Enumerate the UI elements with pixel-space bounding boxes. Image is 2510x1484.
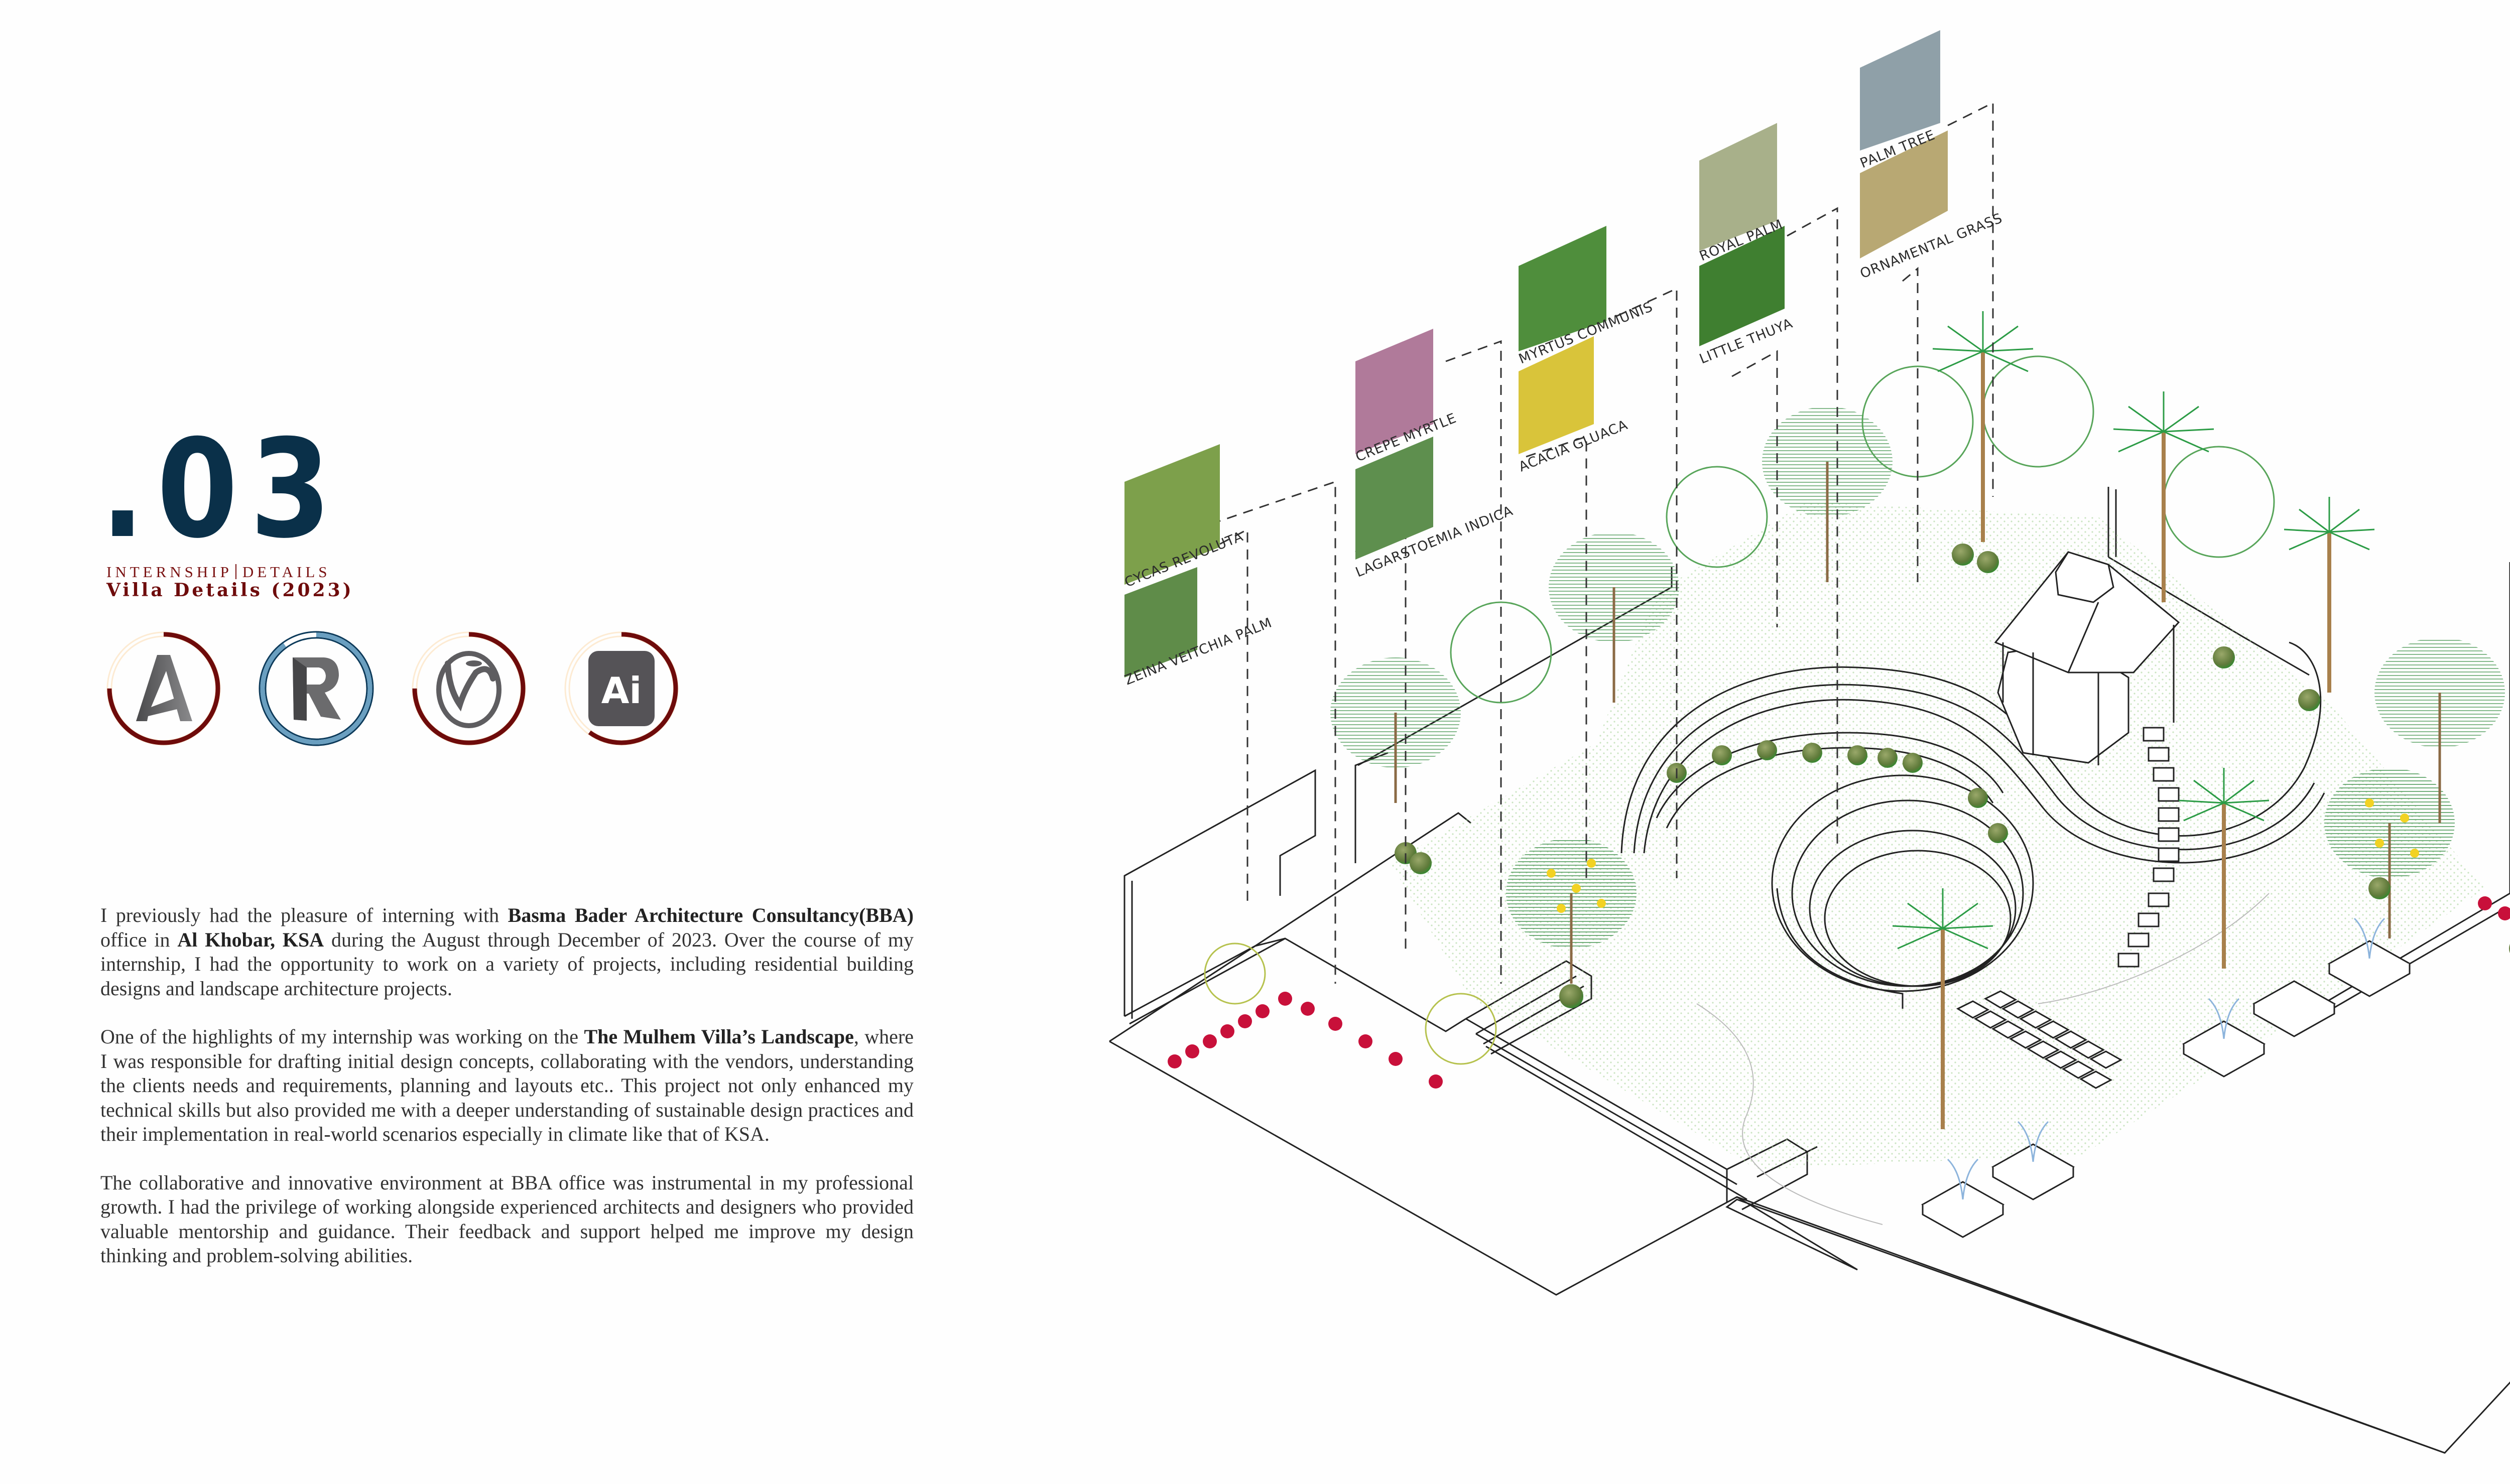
curved-seating-walls [1620,641,2325,1225]
illustrator-icon: Ai [562,629,681,748]
eyebrow-divider [235,564,236,579]
svg-text:Ai: Ai [601,669,642,712]
fountain-jets [1947,917,2386,1200]
skill-revit [257,629,375,748]
palms [1892,311,2510,1129]
paragraph-1: I previously had the pleasure of interni… [100,904,914,1000]
section-number: .03 [100,410,343,568]
lagarstoemia-indica-photo [1355,437,1433,560]
gazebo [1994,551,2180,765]
internship-description: I previously had the pleasure of interni… [100,903,914,1292]
skill-vray [410,629,528,748]
software-skills: Ai [104,629,681,748]
paragraph-2: One of the highlights of my internship w… [100,1025,914,1145]
progress-ring [259,631,374,746]
fountain-planters [1921,940,2412,1238]
paving-grid [1956,990,2123,1089]
skill-illustrator: Ai [562,629,681,748]
cycas-revoluta-photo [1124,444,1220,585]
landscape-plan-svg: CYCAS REVOLUTA ZEINA VEITCHIA PALM CREPE… [1109,30,2510,1454]
eyebrow-internship: INTERNSHIP [106,563,232,581]
crepe-myrtle-photo [1355,329,1433,454]
palm-tree-photo [1860,30,1940,151]
isometric-landscape-drawing: CYCAS REVOLUTA ZEINA VEITCHIA PALM CREPE… [1084,0,2510,1482]
zeina-veitchia-palm-photo [1124,567,1197,678]
shrubs [1395,544,2510,1008]
myrtus-communis-photo [1519,226,1606,351]
red-flower-beds [1168,896,2510,1089]
little-thuya-photo [1699,226,1785,346]
eyebrow: INTERNSHIP DETAILS [106,563,331,581]
vray-icon [410,629,528,748]
progress-ring [564,631,679,746]
eyebrow-details: DETAILS [242,563,331,581]
revit-icon [257,629,375,748]
progress-ring [106,631,221,746]
paragraph-3: The collaborative and innovative environ… [100,1171,914,1267]
progress-ring [412,631,526,746]
autocad-icon [104,629,223,748]
project-subtitle: Villa Details (2023) [106,580,354,601]
royal-palm-photo [1699,123,1777,251]
stepping-stones [2117,727,2180,968]
ornamental-grass-photo [1860,130,1948,258]
trees [1330,407,2505,984]
info-panel: .03 INTERNSHIP DETAILS Villa Details (202… [0,0,1004,1482]
acacia-gluaca-photo [1519,336,1594,454]
skill-autocad [104,629,223,748]
